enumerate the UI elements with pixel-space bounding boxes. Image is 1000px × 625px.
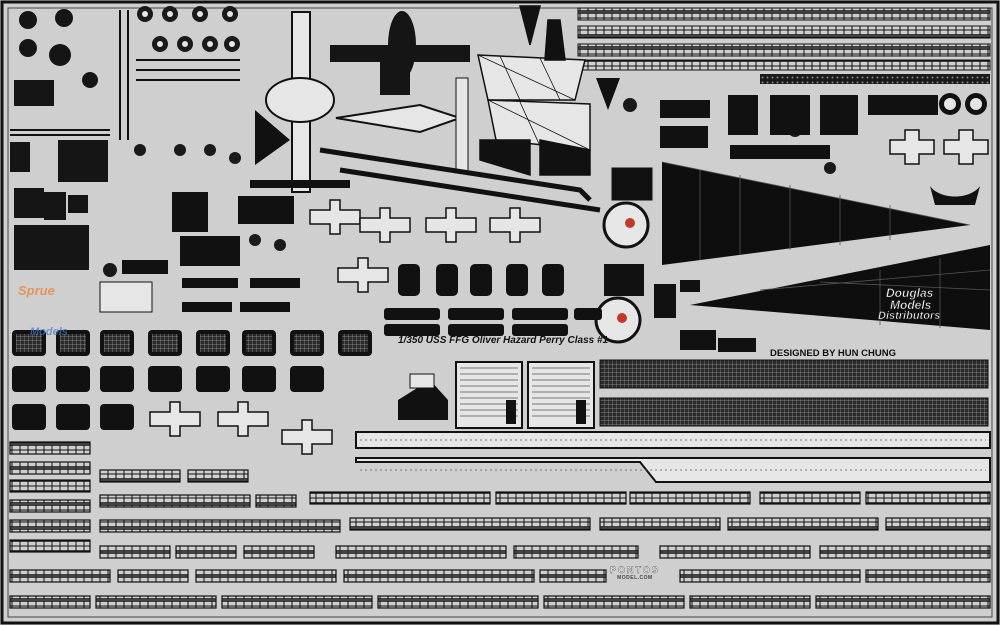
sheet-title: 1/350 USS FFG Oliver Hazard Perry Class … xyxy=(398,335,609,346)
mesh-panels xyxy=(599,359,989,427)
watermark-top: Sprue xyxy=(18,283,55,298)
bracket-55 xyxy=(398,373,448,420)
distributor-logo: Douglas Models Distributors xyxy=(868,286,980,330)
small-parts-left xyxy=(10,9,108,270)
truss-frames xyxy=(477,5,591,177)
brand-line-2: Models xyxy=(890,298,932,313)
top-railings xyxy=(577,7,991,84)
maker-mark-url: MODEL.COM xyxy=(617,575,653,581)
hull-strip xyxy=(355,431,991,483)
net-upper xyxy=(661,161,971,265)
maker-mark: PONTOS MODEL.COM xyxy=(610,565,660,581)
brand-line-3: Distributors xyxy=(878,310,941,323)
rotor-disc-1 xyxy=(602,201,650,249)
designer-credit: DESIGNED BY HUN CHUNG xyxy=(770,348,896,359)
helicopter-part xyxy=(250,11,350,193)
brand-line-1: Douglas xyxy=(886,286,934,301)
net-lower xyxy=(690,245,991,330)
maker-mark-name: PONTOS xyxy=(610,565,660,575)
diagonal-rails xyxy=(319,147,601,213)
bottom-railings xyxy=(9,441,991,609)
slotted-strips xyxy=(384,308,602,336)
upper-left-assemblies xyxy=(99,192,300,313)
cross-parts xyxy=(149,129,989,455)
aircraft-part xyxy=(330,11,470,174)
misc-right-parts xyxy=(596,78,987,352)
watermark-bottom: Models xyxy=(30,326,68,338)
grille-panels xyxy=(455,361,595,429)
